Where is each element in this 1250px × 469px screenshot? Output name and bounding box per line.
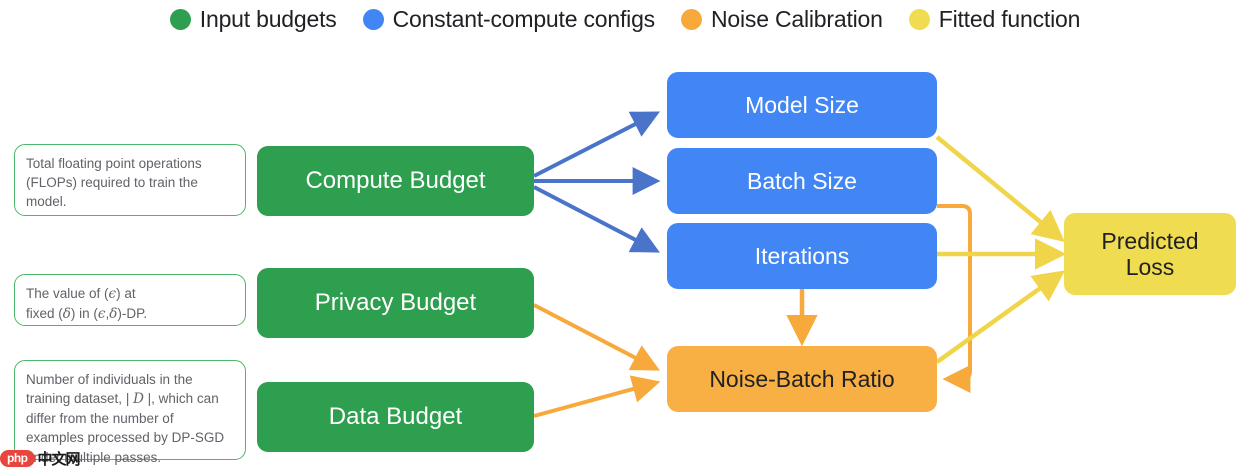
node-iterations[interactable]: Iterations <box>667 223 937 289</box>
legend-dot-icon <box>169 8 191 30</box>
watermark: php 中文网 <box>0 447 81 469</box>
node-privacy-budget[interactable]: Privacy Budget <box>257 268 534 338</box>
note-compute-budget: Total floating point operations (FLOPs) … <box>14 144 246 216</box>
node-noise-batch-ratio[interactable]: Noise-Batch Ratio <box>667 346 937 412</box>
edge-data-to-noise-batch-ratio <box>533 375 661 418</box>
edge-noise-batch-ratio-to-predicted-loss <box>935 270 1066 364</box>
node-batch-size[interactable]: Batch Size <box>667 148 937 214</box>
dataset-symbol: D <box>133 391 144 408</box>
legend-item-input-budgets: Input budgets <box>169 5 337 33</box>
edge-compute-to-model-size <box>533 111 660 178</box>
epsilon-symbol: ϵ <box>97 306 106 323</box>
legend-label: Noise Calibration <box>710 5 883 32</box>
watermark-badge: php <box>0 449 35 467</box>
legend-dot-icon <box>908 8 930 30</box>
edge-privacy-to-noise-batch-ratio <box>533 303 660 371</box>
legend-item-constant-compute-configs: Constant-compute configs <box>362 5 656 33</box>
legend-label: Constant-compute configs <box>392 5 656 32</box>
edge-batch-size-to-noise-batch-ratio <box>937 204 972 393</box>
delta-symbol: δ <box>62 306 71 323</box>
edge-model-size-to-predicted-loss <box>935 135 1065 242</box>
legend-label: Fitted function <box>938 5 1081 32</box>
node-compute-budget[interactable]: Compute Budget <box>257 146 534 216</box>
edge-compute-to-iterations <box>533 185 660 253</box>
legend: Input budgets Constant-compute configs N… <box>0 0 1250 38</box>
legend-label: Input budgets <box>199 5 337 32</box>
legend-item-noise-calibration: Noise Calibration <box>680 5 883 33</box>
delta-symbol: δ <box>109 306 118 323</box>
node-predicted-loss[interactable]: Predicted Loss <box>1064 213 1236 295</box>
note-data-budget: Number of individuals in the training da… <box>14 360 246 465</box>
epsilon-symbol: ϵ <box>108 286 117 302</box>
legend-dot-icon <box>362 8 384 30</box>
node-data-budget[interactable]: Data Budget <box>257 382 534 452</box>
legend-dot-icon <box>680 8 702 30</box>
node-model-size[interactable]: Model Size <box>667 72 937 138</box>
legend-item-fitted-function: Fitted function <box>908 5 1081 33</box>
watermark-text: 中文网 <box>37 449 81 468</box>
